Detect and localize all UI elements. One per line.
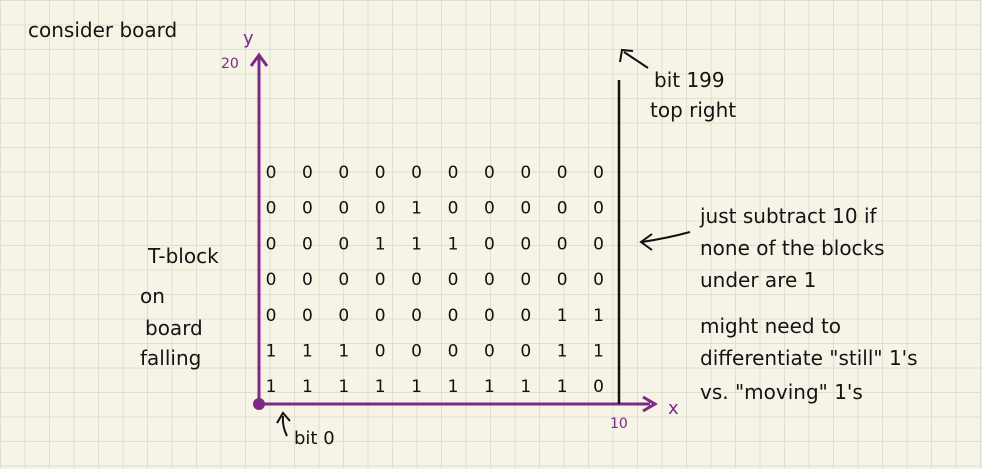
board-cell-r2-c5: 1 xyxy=(448,234,459,254)
bit-0-arrowhead xyxy=(276,411,291,424)
board-cell-r3-c3: 0 xyxy=(375,270,386,290)
board-cell-r3-c6: 0 xyxy=(484,270,495,290)
board-cell-r5-c8: 1 xyxy=(557,342,568,362)
board-cell-r6-c1: 1 xyxy=(302,377,313,397)
board-cell-r0-c4: 0 xyxy=(411,163,422,183)
board-cell-r1-c5: 0 xyxy=(448,199,459,219)
right-note-line5: differentiate "still" 1's xyxy=(700,346,918,370)
right-note-line1: just subtract 10 if xyxy=(700,204,877,228)
title-note: consider board xyxy=(28,18,178,42)
board-cell-r1-c1: 0 xyxy=(302,199,313,219)
board-cell-r0-c0: 0 xyxy=(266,163,277,183)
board-cell-r2-c1: 0 xyxy=(302,234,313,254)
board-cell-r3-c9: 0 xyxy=(593,270,604,290)
right-note-line3: under are 1 xyxy=(700,268,817,292)
board-cell-r2-c0: 0 xyxy=(266,234,277,254)
board-cell-r6-c0: 1 xyxy=(266,377,277,397)
board-cell-r1-c0: 0 xyxy=(266,199,277,219)
board-cell-r4-c4: 0 xyxy=(411,306,422,326)
board-cell-r4-c3: 0 xyxy=(375,306,386,326)
board-cell-r5-c1: 1 xyxy=(302,342,313,362)
board-cell-r6-c2: 1 xyxy=(338,377,349,397)
origin-dot xyxy=(253,398,265,410)
board-cell-r3-c8: 0 xyxy=(557,270,568,290)
left-note-line2: on xyxy=(140,284,165,308)
board-cell-r1-c2: 0 xyxy=(338,199,349,219)
x-max-label: 10 xyxy=(610,416,628,432)
board-cells: 0 0 0 0 0 0 0 0 0 0 0 0 0 0 1 0 0 0 0 0 0 0 0 1 1 1 0 0 0 0 0 0 0 0 0 0 0 0 0 0… xyxy=(266,163,604,397)
bit-199-arrow xyxy=(623,51,649,69)
board-cell-r0-c1: 0 xyxy=(302,163,313,183)
board-cell-r1-c6: 0 xyxy=(484,199,495,219)
board-cell-r5-c7: 0 xyxy=(520,342,531,362)
board-cell-r5-c5: 0 xyxy=(448,342,459,362)
bit-0-arrow xyxy=(281,415,288,437)
board-cell-r0-c3: 0 xyxy=(375,163,386,183)
bit-top-line2: top right xyxy=(650,98,737,122)
board-cell-r5-c6: 0 xyxy=(484,342,495,362)
left-note-line4: falling xyxy=(140,346,202,370)
board-cell-r4-c8: 1 xyxy=(557,306,568,326)
board-cell-r6-c3: 1 xyxy=(375,377,386,397)
board-cell-r3-c7: 0 xyxy=(520,270,531,290)
board-cell-r3-c5: 0 xyxy=(448,270,459,290)
bit-0-label: bit 0 xyxy=(294,428,335,449)
board-cell-r1-c9: 0 xyxy=(593,199,604,219)
board-cell-r1-c4: 1 xyxy=(411,199,422,219)
board-cell-r6-c6: 1 xyxy=(484,377,495,397)
x-axis-arrowhead xyxy=(642,395,658,413)
note-arrow xyxy=(641,231,691,243)
left-note-line3: board xyxy=(145,316,203,340)
board-cell-r2-c3: 1 xyxy=(375,234,386,254)
board-cell-r4-c5: 0 xyxy=(448,306,459,326)
board-cell-r4-c6: 0 xyxy=(484,306,495,326)
board-cell-r0-c2: 0 xyxy=(338,163,349,183)
board-cell-r6-c9: 0 xyxy=(593,377,604,397)
board-cell-r4-c0: 0 xyxy=(266,306,277,326)
board-cell-r0-c5: 0 xyxy=(448,163,459,183)
board-cell-r0-c7: 0 xyxy=(520,163,531,183)
right-note-line6: vs. "moving" 1's xyxy=(700,380,863,404)
board-cell-r4-c2: 0 xyxy=(338,306,349,326)
left-note-line1: T-block xyxy=(148,244,219,268)
board-cell-r5-c4: 0 xyxy=(411,342,422,362)
bit-199-arrowhead xyxy=(619,48,634,63)
board-cell-r5-c0: 1 xyxy=(266,342,277,362)
board-cell-r2-c8: 0 xyxy=(557,234,568,254)
board-cell-r6-c5: 1 xyxy=(448,377,459,397)
board-cell-r4-c9: 1 xyxy=(593,306,604,326)
board-cell-r2-c4: 1 xyxy=(411,234,422,254)
board-cell-r5-c3: 0 xyxy=(375,342,386,362)
board-cell-r1-c8: 0 xyxy=(557,199,568,219)
y-axis-label: y xyxy=(243,28,254,49)
board-cell-r4-c7: 0 xyxy=(520,306,531,326)
board-cell-r4-c1: 0 xyxy=(302,306,313,326)
board-cell-r0-c9: 0 xyxy=(593,163,604,183)
board-cell-r1-c3: 0 xyxy=(375,199,386,219)
x-axis-label: x xyxy=(668,398,679,419)
y-max-label: 20 xyxy=(221,56,239,72)
board-cell-r3-c0: 0 xyxy=(266,270,277,290)
board-cell-r6-c4: 1 xyxy=(411,377,422,397)
board-cell-r2-c2: 0 xyxy=(338,234,349,254)
board-cell-r2-c6: 0 xyxy=(484,234,495,254)
board-cell-r6-c7: 1 xyxy=(520,377,531,397)
board-cell-r3-c1: 0 xyxy=(302,270,313,290)
board-cell-r5-c9: 1 xyxy=(593,342,604,362)
board-cell-r3-c2: 0 xyxy=(338,270,349,290)
board-cell-r0-c6: 0 xyxy=(484,163,495,183)
board-cell-r2-c9: 0 xyxy=(593,234,604,254)
y-axis-arrowhead xyxy=(249,52,269,67)
note-arrowhead xyxy=(639,233,653,251)
board-cell-r1-c7: 0 xyxy=(520,199,531,219)
bit-top-line1: bit 199 xyxy=(654,68,725,92)
board-cell-r2-c7: 0 xyxy=(520,234,531,254)
board-cell-r3-c4: 0 xyxy=(411,270,422,290)
board-cell-r6-c8: 1 xyxy=(557,377,568,397)
right-note-line2: none of the blocks xyxy=(700,236,885,260)
board-cell-r5-c2: 1 xyxy=(338,342,349,362)
board-cell-r0-c8: 0 xyxy=(557,163,568,183)
right-note-line4: might need to xyxy=(700,314,842,338)
